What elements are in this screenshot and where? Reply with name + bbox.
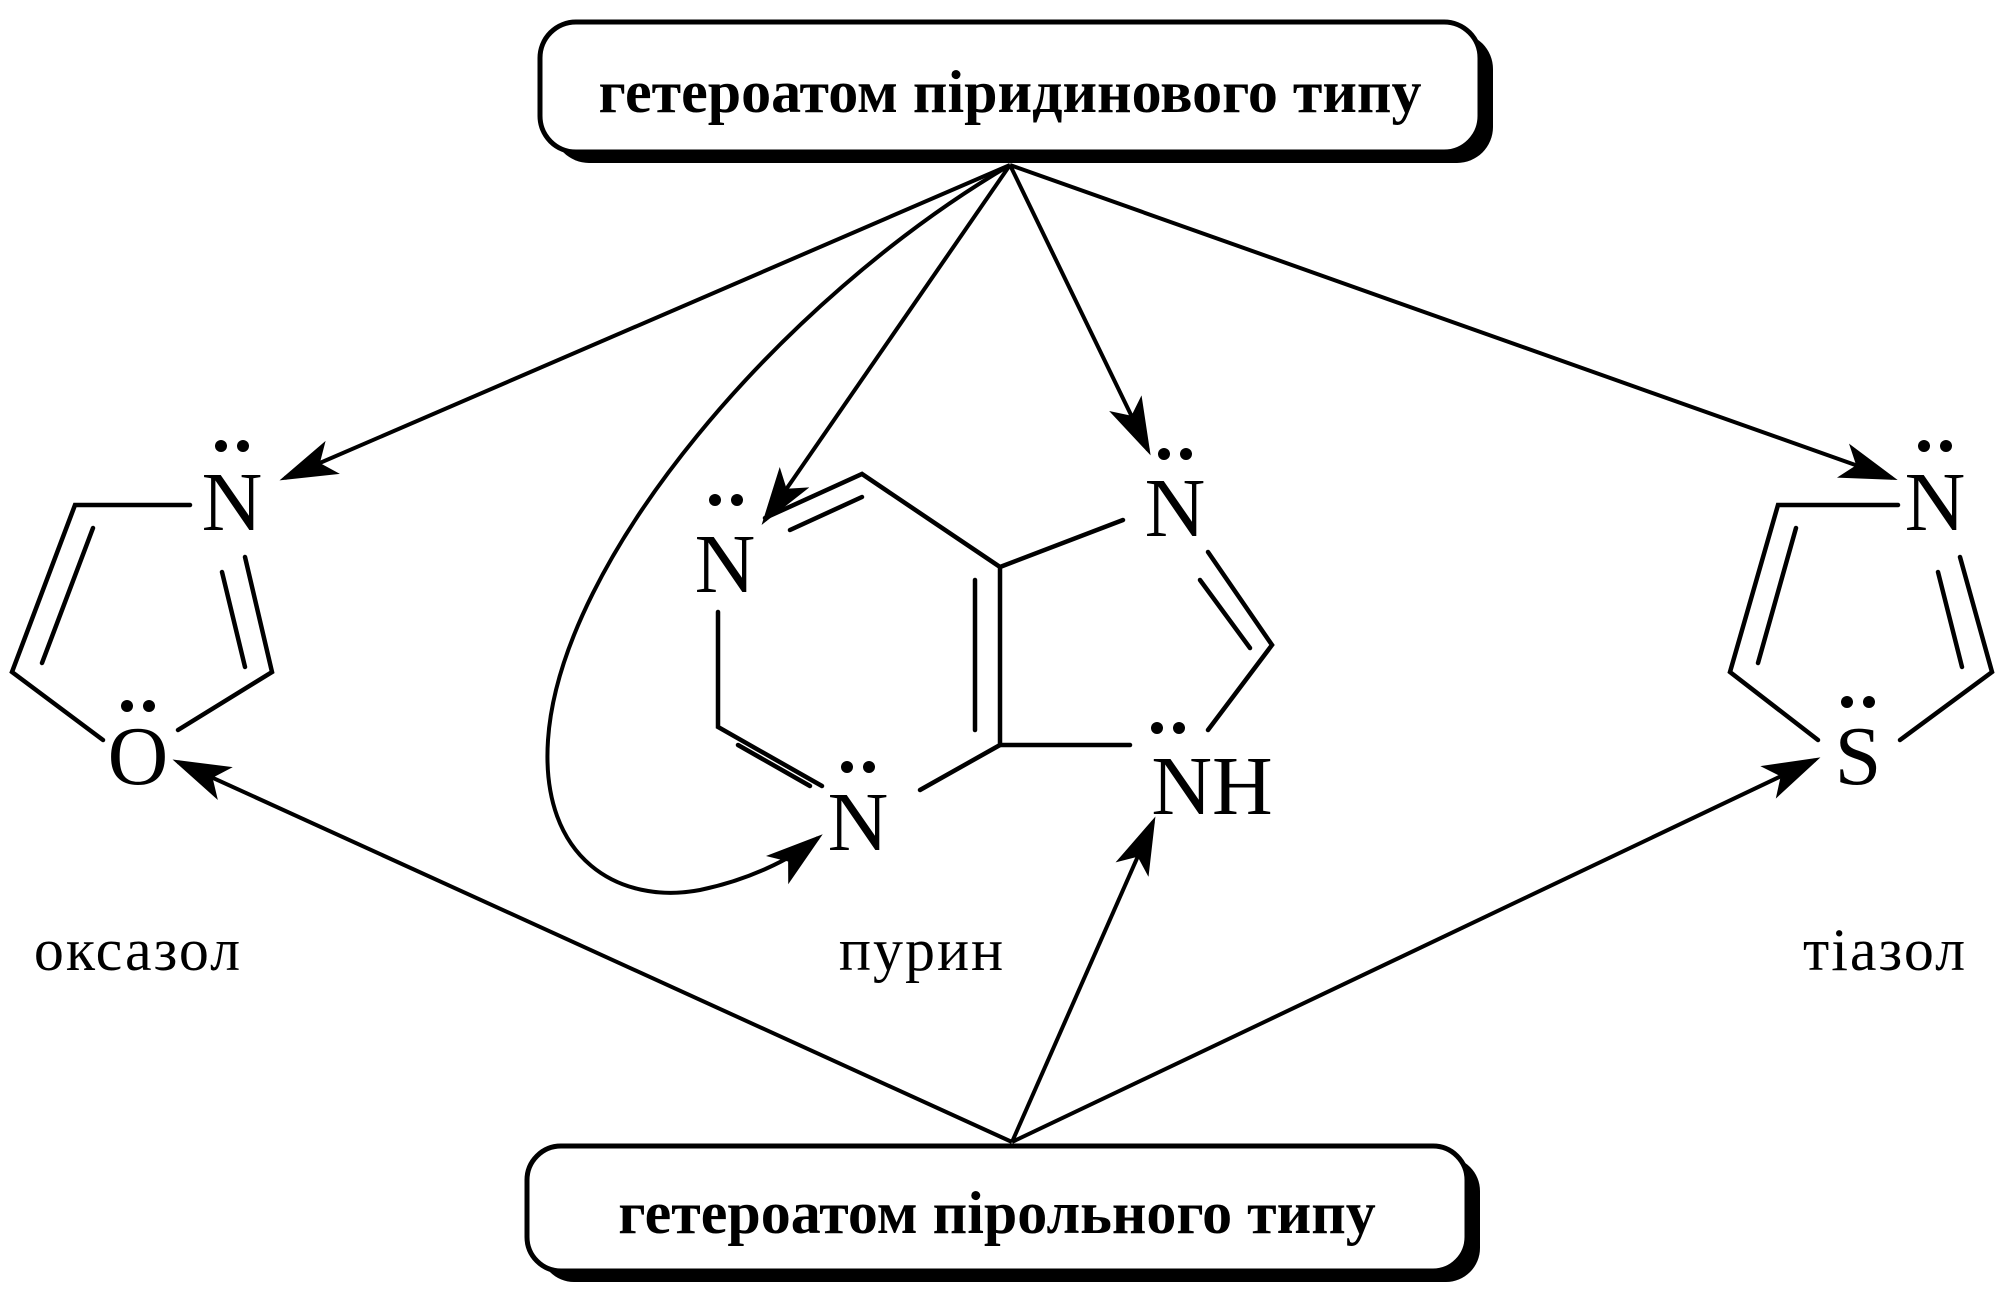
lone-pair-dot: [1863, 696, 1875, 708]
arrow-to-oxazole-n: [279, 163, 1011, 481]
thiazole-name: тіазол: [1803, 917, 1967, 983]
thiazole-structure: N S: [1727, 440, 1995, 803]
lone-pair-dot: [215, 440, 227, 452]
arrow-to-purine-n3: [545, 163, 1012, 895]
thiazole-double-bond: [1935, 569, 1965, 670]
oxazole-o-atom: O: [108, 710, 169, 803]
thiazole-double-bond: [1755, 525, 1799, 666]
pyrrole-type-arrows: [172, 757, 1821, 1144]
lone-pair-dot: [1173, 722, 1185, 734]
lone-pair-dot: [731, 494, 743, 506]
purine-bond: [1205, 549, 1275, 733]
arrow-to-thiazole-s: [1011, 757, 1821, 1144]
lone-pair-dot: [1158, 448, 1170, 460]
purine-n7-atom: N: [1145, 462, 1206, 555]
pyridine-type-label: гетероатом піридинового типу: [599, 59, 1422, 125]
oxazole-bond: [175, 554, 275, 733]
lone-pair-dot: [1841, 696, 1853, 708]
purine-nh-atom: NH: [1151, 740, 1272, 833]
oxazole-double-bond: [219, 569, 248, 670]
purine-bond: [762, 471, 1003, 793]
purine-name: пурин: [839, 917, 1005, 983]
purine-n3-atom: N: [828, 776, 889, 869]
pyrrole-type-box: гетероатом пірольного типу: [524, 1143, 1480, 1282]
lone-pair-dot: [841, 761, 853, 773]
purine-bond: [997, 517, 1126, 570]
purine-structure: N N N NH: [695, 448, 1275, 869]
lone-pair-dot: [1940, 440, 1952, 452]
oxazole-name: оксазол: [34, 917, 242, 983]
oxazole-n-atom: N: [202, 456, 263, 549]
thiazole-s-atom: S: [1835, 710, 1882, 803]
lone-pair-dot: [709, 494, 721, 506]
purine-n1-atom: N: [695, 518, 756, 611]
lone-pair-dot: [1180, 448, 1192, 460]
oxazole-structure: N O: [9, 440, 275, 803]
pyridine-type-box: гетероатом піридинового типу: [537, 19, 1493, 163]
arrow-to-purine-nh: [1010, 816, 1156, 1143]
oxazole-bond: [9, 502, 193, 743]
thiazole-bond: [1897, 554, 1995, 743]
pyridine-type-arrows: [279, 163, 1898, 895]
arrow-to-thiazole-n: [1009, 163, 1898, 481]
arrow-to-purine-n7: [1008, 164, 1151, 456]
lone-pair-dot: [1918, 440, 1930, 452]
lone-pair-dot: [863, 761, 875, 773]
thiazole-bond: [1727, 502, 1901, 743]
lone-pair-dot: [237, 440, 249, 452]
purine-double-bond: [1197, 577, 1253, 651]
arrow-to-purine-n1: [761, 163, 1012, 525]
purine-bond: [715, 609, 825, 789]
arrow-to-oxazole-o: [172, 759, 1013, 1144]
purine-double-bond: [735, 742, 813, 789]
lone-pair-dot: [143, 700, 155, 712]
thiazole-n-atom: N: [1905, 456, 1966, 549]
oxazole-double-bond: [39, 525, 96, 666]
pyrrole-type-label: гетероатом пірольного типу: [618, 1180, 1376, 1246]
lone-pair-dot: [1151, 722, 1163, 734]
lone-pair-dot: [121, 700, 133, 712]
